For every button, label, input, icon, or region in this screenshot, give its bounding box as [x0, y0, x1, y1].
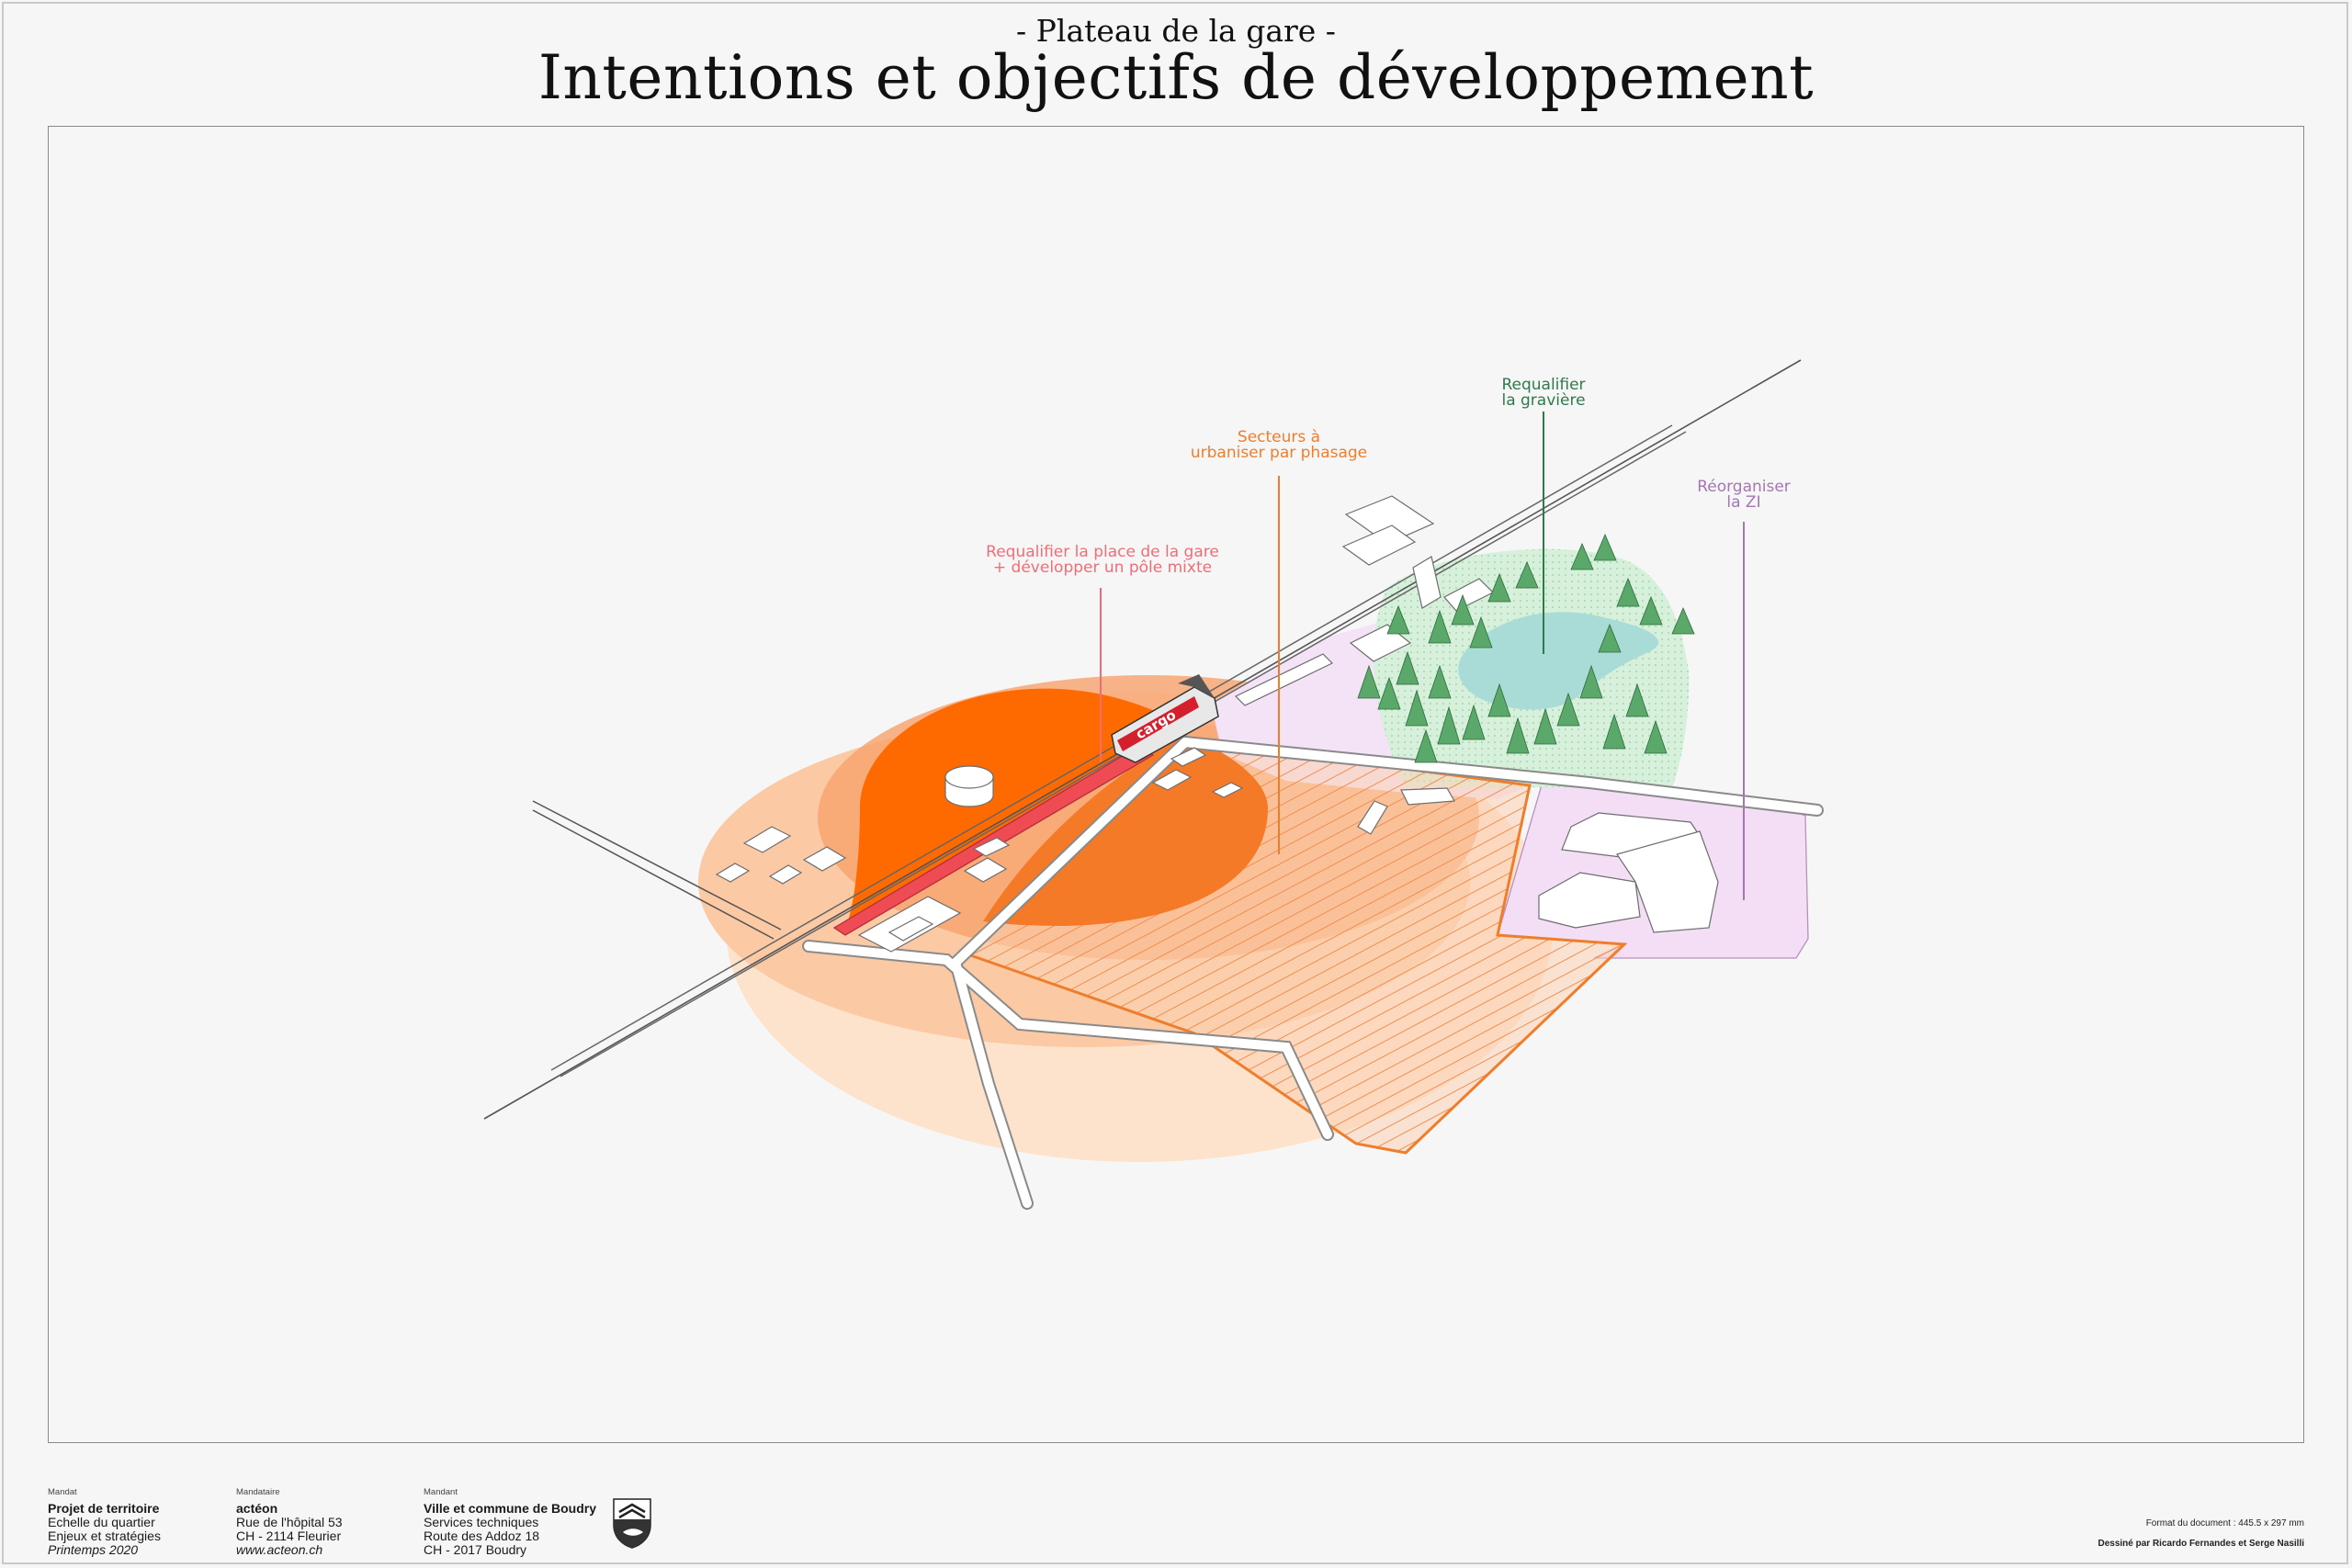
map-frame	[48, 126, 2304, 1443]
label-graviere: Requalifier la gravière	[1501, 376, 1586, 410]
footer-mandataire: Mandataire actéon Rue de l'hôpital 53 CH…	[236, 1487, 343, 1557]
boudry-crest-icon	[613, 1498, 651, 1549]
buildings	[715, 495, 1719, 953]
footer-mandat: Mandat Projet de territoire Echelle du q…	[48, 1487, 161, 1557]
website-link[interactable]: www.acteon.ch	[236, 1542, 323, 1557]
trees	[1357, 533, 1695, 763]
page-title: Intentions et objectifs de développement	[537, 42, 1815, 113]
drawn-by: Dessiné par Ricardo Fernandes et Serge N…	[2098, 1539, 2304, 1549]
label-zi: Réorganiser la ZI	[1697, 478, 1791, 512]
page-subtitle: - Plateau de la gare -	[1016, 13, 1336, 49]
label-gare: Requalifier la place de la gare + dévelo…	[986, 543, 1219, 577]
road-west	[532, 800, 782, 931]
label-secteurs: Secteurs à urbaniser par phasage	[1190, 428, 1368, 462]
document-format: Format du document : 445.5 x 297 mm	[2145, 1518, 2304, 1529]
footer-mandant: Mandant Ville et commune de Boudry Servi…	[424, 1487, 597, 1557]
cargo-train: cargo	[1111, 674, 1219, 763]
